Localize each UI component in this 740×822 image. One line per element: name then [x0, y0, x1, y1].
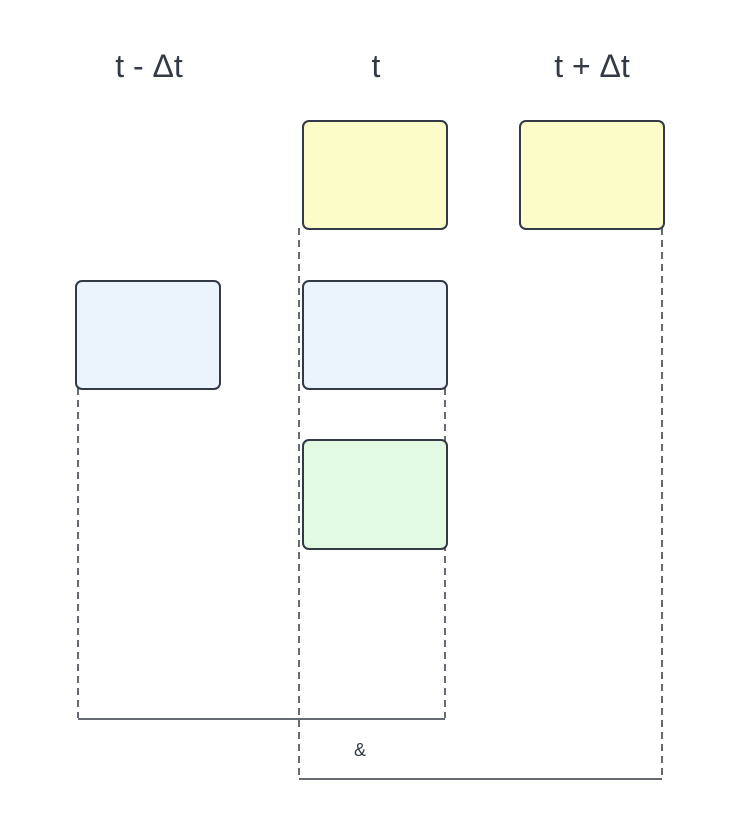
- connector-label: &: [354, 740, 366, 760]
- column-label-prev: t - Δt: [115, 48, 183, 84]
- green-box-current: [302, 439, 448, 550]
- column-label-current: t: [372, 48, 381, 84]
- blue-box-prev: [75, 280, 221, 390]
- yellow-box-current: [302, 120, 448, 230]
- column-label-next: t + Δt: [554, 48, 630, 84]
- yellow-box-next: [519, 120, 665, 230]
- blue-box-current: [302, 280, 448, 390]
